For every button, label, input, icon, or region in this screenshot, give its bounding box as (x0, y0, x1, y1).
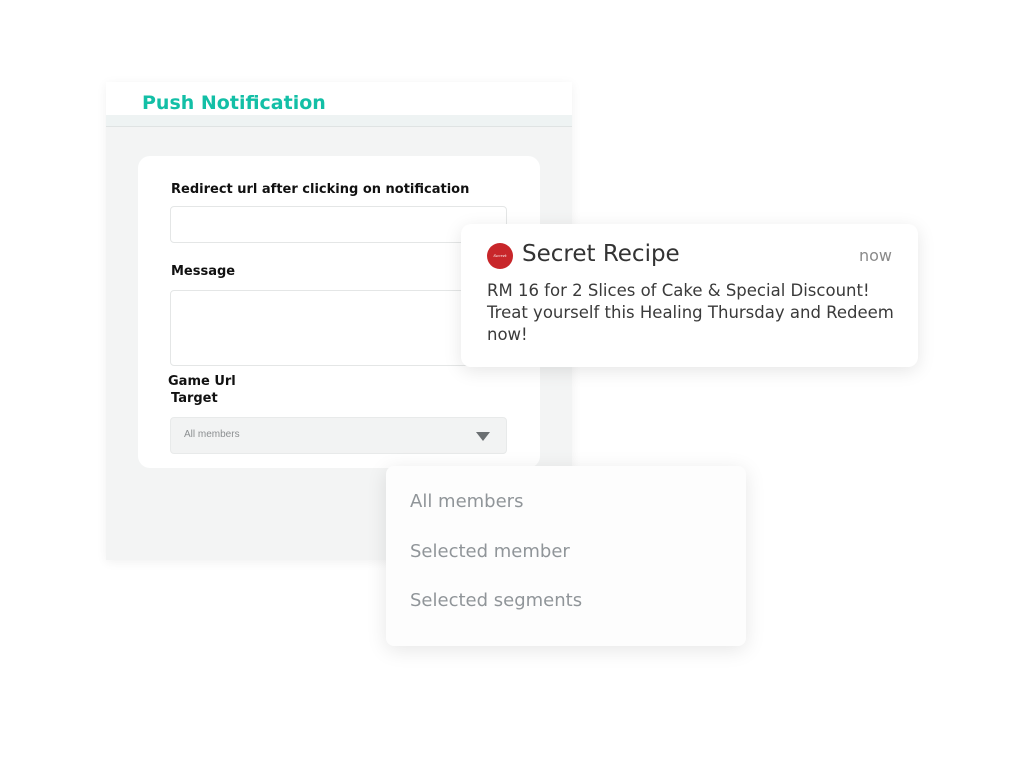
notification-app-name: Secret Recipe (522, 241, 680, 267)
game-url-label: Game Url (168, 374, 236, 389)
notification-time: now (858, 246, 892, 265)
panel-header: Push Notification (106, 82, 572, 127)
page-title: Push Notification (142, 92, 326, 114)
header-band (106, 115, 572, 126)
option-all-members[interactable]: All members (410, 491, 524, 512)
secret-recipe-logo-icon: Secret Recipe (487, 243, 513, 284)
message-label: Message (171, 264, 236, 279)
notification-body: RM 16 for 2 Slices of Cake & Special Dis… (487, 281, 894, 344)
redirect-url-input[interactable] (170, 206, 507, 243)
message-textarea[interactable] (170, 290, 507, 366)
target-options-dropdown: All members Selected member Selected seg… (386, 466, 746, 646)
target-label: Target (171, 391, 218, 406)
target-selected-value: All members (184, 429, 240, 440)
redirect-url-label: Redirect url after clicking on notificat… (171, 182, 470, 197)
option-selected-segments[interactable]: Selected segments (410, 590, 583, 611)
chevron-down-icon (476, 432, 490, 441)
target-select[interactable]: All members (170, 417, 507, 454)
option-selected-member[interactable]: Selected member (410, 541, 570, 562)
notification-preview: Secret Recipe Secret Recipe now RM 16 fo… (461, 224, 918, 367)
